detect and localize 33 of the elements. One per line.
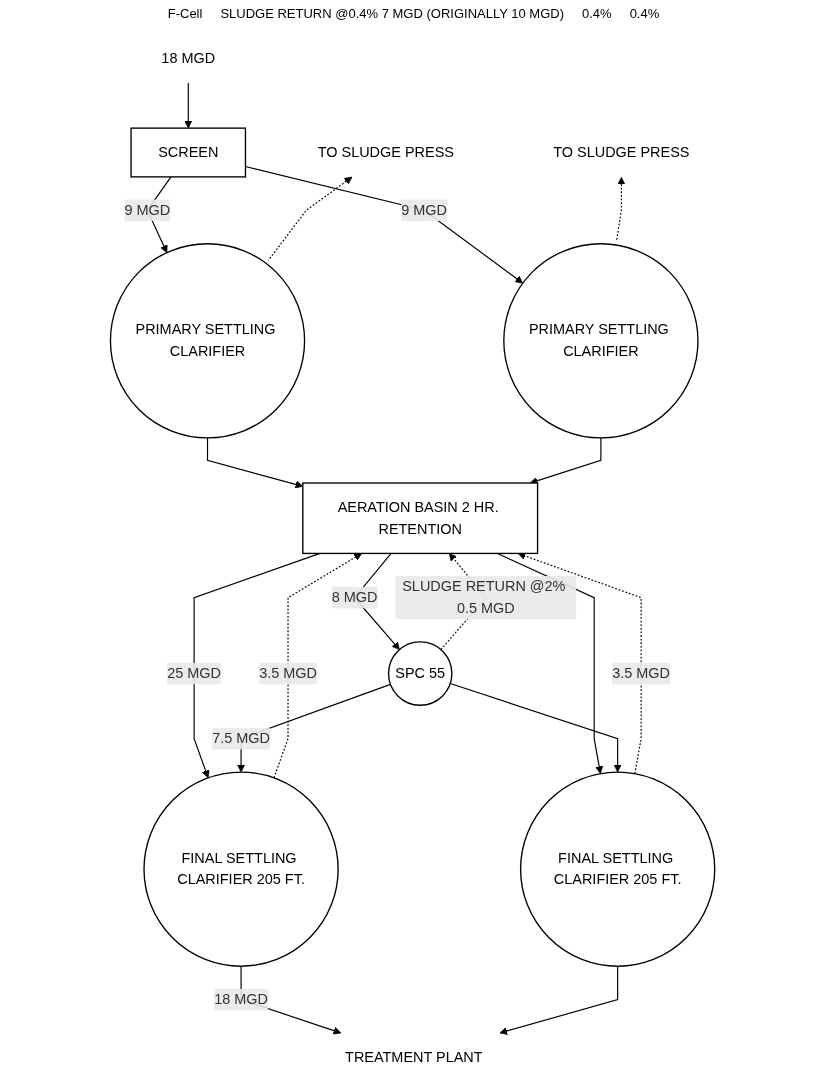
edge-label: SLUDGE RETURN @2% 0.5 MGD bbox=[402, 578, 566, 616]
arrow bbox=[499, 965, 619, 1035]
flow-note: SLUDGE RETURN @0.4% 7 MGD (ORIGINALLY 10 MGD) bbox=[220, 6, 564, 21]
arrow bbox=[267, 176, 353, 262]
edge-label: 25 MGD bbox=[167, 665, 222, 681]
flow-note: 0.4% bbox=[582, 6, 612, 21]
flow-note: F-Cell bbox=[167, 6, 203, 21]
edge-label: 8 MGD bbox=[331, 589, 378, 605]
edge-label: 3.5 MGD bbox=[259, 665, 317, 681]
node-circle: FINAL SETTLING CLARIFIER 205 FT. bbox=[143, 771, 339, 967]
arrow bbox=[529, 437, 602, 485]
node-circle: PRIMARY SETTLING CLARIFIER bbox=[109, 243, 306, 439]
node-circle: SPC 55 bbox=[387, 641, 453, 706]
arrow bbox=[273, 553, 362, 779]
edge-label: 3.5 MGD bbox=[612, 665, 671, 681]
edge-label: 9 MGD bbox=[401, 202, 447, 218]
flow-note: 0.4% bbox=[629, 6, 660, 21]
edge-label: 9 MGD bbox=[124, 202, 171, 218]
node-circle: PRIMARY SETTLING CLARIFIER bbox=[503, 243, 699, 439]
node-box: AERATION BASIN 2 HR. RETENTION bbox=[302, 482, 539, 555]
node-text: TO SLUDGE PRESS bbox=[317, 144, 454, 160]
arrow bbox=[184, 82, 193, 129]
arrow bbox=[517, 552, 642, 775]
node-box: SCREEN bbox=[130, 127, 247, 178]
arrow bbox=[496, 552, 604, 774]
node-text: TO SLUDGE PRESS bbox=[553, 144, 690, 160]
arrow bbox=[449, 682, 622, 773]
edge-label: 18 MGD bbox=[214, 991, 268, 1007]
node-circle: FINAL SETTLING CLARIFIER 205 FT. bbox=[519, 771, 716, 967]
node-text: TREATMENT PLANT bbox=[345, 1049, 483, 1065]
arrow bbox=[615, 176, 626, 242]
edge-label: 7.5 MGD bbox=[212, 730, 270, 746]
node-text: 18 MGD bbox=[161, 50, 216, 66]
